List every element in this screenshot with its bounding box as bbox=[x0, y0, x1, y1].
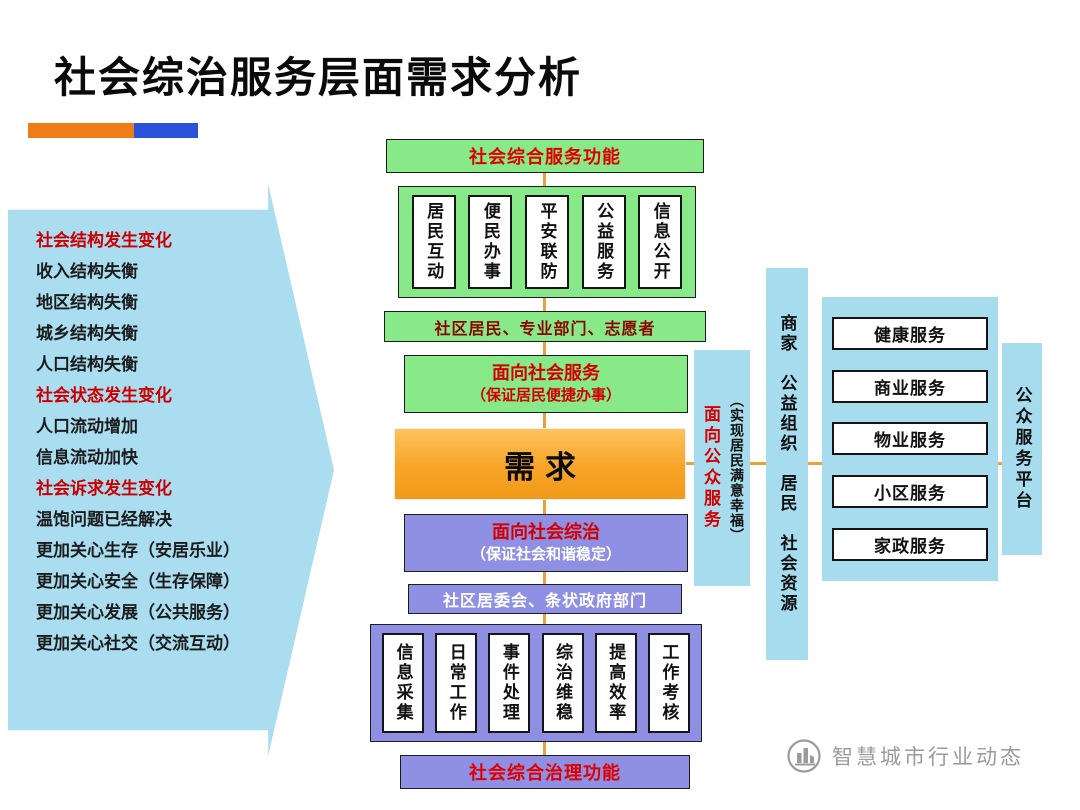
list-item: 地区结构失衡 bbox=[36, 293, 138, 313]
list-item: 城乡结构失衡 bbox=[36, 324, 138, 344]
service-function-item: 信息公开 bbox=[638, 195, 683, 289]
governance-function-item: 日常工作 bbox=[435, 633, 478, 733]
public-services-group: 健康服务 商业服务 物业服务 小区服务 家政服务 bbox=[822, 297, 998, 581]
list-item: 人口流动增加 bbox=[36, 417, 138, 437]
watermark: 智慧城市行业动态 bbox=[786, 738, 1024, 774]
list-item: 社会诉求发生变化 bbox=[36, 479, 172, 499]
service-function-item: 居民互动 bbox=[411, 195, 456, 289]
governance-subtitle: （保证社会和谐稳定） bbox=[470, 545, 621, 564]
list-item: 更加关心安全（生存保障） bbox=[36, 572, 240, 592]
list-item: 社会结构发生变化 bbox=[36, 231, 172, 251]
service-function-item: 公益服务 bbox=[581, 195, 626, 289]
governance-function-item: 工作考核 bbox=[647, 633, 690, 733]
list-item: 社会状态发生变化 bbox=[36, 386, 172, 406]
public-service-box: 面向公众服务 （实现居民满意幸福） bbox=[694, 350, 750, 586]
service-function-item: 便民办事 bbox=[468, 195, 513, 289]
governance-functions-header: 社会综合治理功能 bbox=[400, 755, 690, 789]
social-service-subtitle: （保证居民便捷办事） bbox=[470, 386, 621, 405]
page-title: 社会综治服务层面需求分析 bbox=[54, 53, 583, 102]
demand-drivers-list: 社会结构发生变化 收入结构失衡 地区结构失衡 城乡结构失衡 人口结构失衡 社会状… bbox=[36, 226, 272, 660]
demand-drivers-arrow: 社会结构发生变化 收入结构失衡 地区结构失衡 城乡结构失衡 人口结构失衡 社会状… bbox=[8, 184, 334, 756]
public-service-item: 家政服务 bbox=[832, 528, 988, 562]
service-functions-header: 社会综合服务功能 bbox=[386, 139, 704, 173]
public-service-item: 健康服务 bbox=[832, 316, 988, 350]
governance-functions-group: 信息采集 日常工作 事件处理 综治维稳 提高效率 工作考核 bbox=[370, 624, 702, 742]
public-service-item: 物业服务 bbox=[832, 422, 988, 456]
list-item: 更加关心社交（交流互动） bbox=[36, 634, 240, 654]
service-actors-bar: 社区居民、专业部门、志愿者 bbox=[384, 311, 706, 342]
social-service-title: 面向社会服务 bbox=[492, 363, 600, 385]
underline-blue-segment bbox=[134, 123, 198, 138]
governance-function-item: 综治维稳 bbox=[541, 633, 584, 733]
governance-function-item: 事件处理 bbox=[488, 633, 531, 733]
list-item: 更加关心生存（安居乐业） bbox=[36, 541, 240, 561]
title-underline bbox=[28, 123, 198, 138]
list-item: 信息流动加快 bbox=[36, 448, 138, 468]
public-service-title: 面向公众服务 bbox=[700, 405, 720, 531]
service-function-item: 平安联防 bbox=[524, 195, 569, 289]
underline-orange-segment bbox=[28, 123, 134, 138]
social-service-box: 面向社会服务 （保证居民便捷办事） bbox=[404, 355, 688, 413]
public-service-subtitle: （实现居民满意幸福） bbox=[728, 393, 744, 543]
list-item: 收入结构失衡 bbox=[36, 262, 138, 282]
watermark-logo-icon bbox=[787, 739, 821, 773]
governance-box: 面向社会综治 （保证社会和谐稳定） bbox=[404, 514, 688, 572]
demand-box: 需求 bbox=[394, 428, 686, 500]
public-service-item: 商业服务 bbox=[832, 369, 988, 403]
resources-strip: 商家 公益组织 居民 社会资源 bbox=[766, 268, 808, 660]
list-item: 人口结构失衡 bbox=[36, 355, 138, 375]
watermark-text: 智慧城市行业动态 bbox=[832, 745, 1024, 769]
governance-function-item: 提高效率 bbox=[594, 633, 637, 733]
public-service-item: 小区服务 bbox=[832, 475, 988, 509]
service-functions-group: 居民互动 便民办事 平安联防 公益服务 信息公开 bbox=[398, 186, 696, 298]
list-item: 温饱问题已经解决 bbox=[36, 510, 172, 530]
governance-actors-bar: 社区居委会、条状政府部门 bbox=[408, 584, 682, 614]
list-item: 更加关心发展（公共服务） bbox=[36, 603, 240, 623]
platform-label: 公众服务平台 bbox=[1002, 343, 1042, 555]
governance-function-item: 信息采集 bbox=[382, 633, 425, 733]
governance-title: 面向社会综治 bbox=[492, 522, 600, 544]
